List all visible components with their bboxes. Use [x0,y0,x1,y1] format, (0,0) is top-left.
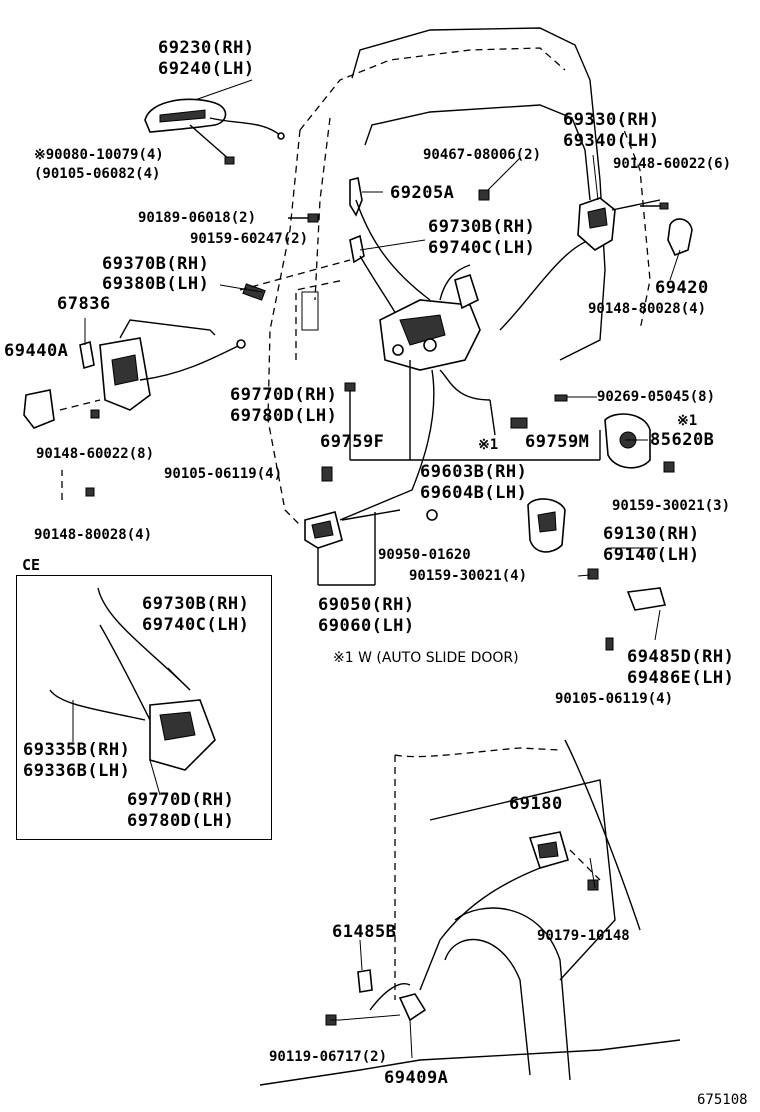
label-90105-c: 90105-06119(4) [555,691,674,707]
label-67836: 67836 [57,294,111,314]
diagram-id: 675108 [697,1092,748,1108]
label-69485d: 69485D(RH) [627,647,735,667]
label-90950: 90950-01620 [378,547,471,563]
label-69603b: 69603B(RH) [420,462,528,482]
label-90105-b: 90105-06119(4) [164,466,283,482]
label-90159-c: 90159-30021(4) [409,568,528,584]
inset-box [16,575,272,840]
label-69340: 69340(LH) [563,131,660,151]
label-90148-a: 90148-60022(6) [613,156,732,172]
label-90179: 90179-10148 [537,928,630,944]
label-69409a: 69409A [384,1068,449,1088]
label-90080: ※90080-10079(4) [34,147,164,163]
label-69240: 69240(LH) [158,59,255,79]
inset-label-69770d: 69770D(RH) [127,790,235,810]
label-90159-a: 90159-60247(2) [190,231,309,247]
label-69380b: 69380B(LH) [102,274,210,294]
cable-icon [349,177,591,331]
label-69140: 69140(LH) [603,545,700,565]
label-90148-c: 90148-60022(8) [36,446,155,462]
leader-lines [72,79,681,1059]
label-61485b: 61485B [332,922,397,942]
label-69759f: 69759F [320,432,385,452]
inset-label-69780d: 69780D(LH) [127,811,235,831]
label-69730b: 69730B(RH) [428,217,536,237]
label-90119: 90119-06717(2) [269,1049,388,1065]
label-85620b: 85620B [650,430,715,450]
label-69180: 69180 [509,794,563,814]
door-lock-icon [339,273,601,521]
label-69050: 69050(RH) [318,595,415,615]
door-outline [267,27,651,526]
outside-handle-icon [144,98,285,165]
inset-title: CE [22,556,41,574]
label-mark-1-b: ※1 [478,437,499,453]
label-69604b: 69604B(LH) [420,483,528,503]
cable-icon [49,587,216,771]
label-90467: 90467-08006(2) [423,147,542,163]
bolt-icon [85,189,675,1026]
label-90159-b: 90159-30021(3) [612,498,731,514]
actuator-motor-icon [527,197,693,611]
inset-label-69335b: 69335B(RH) [23,740,131,760]
label-69770d: 69770D(RH) [230,385,338,405]
label-90269: 90269-05045(8) [597,389,716,405]
label-90148-d: 90148-80028(4) [34,527,153,543]
label-90148-b: 90148-80028(4) [588,301,707,317]
label-69420: 69420 [655,278,709,298]
fuel-lid-opener-icon [259,739,681,1086]
label-mark-1-a: ※1 [677,413,698,429]
label-69370b: 69370B(RH) [102,254,210,274]
inset-label-69336b: 69336B(LH) [23,761,131,781]
label-69205a: 69205A [390,183,455,203]
label-69486e: 69486E(LH) [627,668,735,688]
label-69440a: 69440A [4,341,69,361]
note-auto-slide-door: ※1 W (AUTO SLIDE DOOR) [333,650,519,666]
label-69759m: 69759M [525,432,590,452]
label-69740c: 69740C(LH) [428,238,536,258]
label-69060: 69060(LH) [318,616,415,636]
label-69330: 69330(RH) [563,110,660,130]
inset-label-69730b: 69730B(RH) [142,594,250,614]
label-69230: 69230(RH) [158,38,255,58]
inset-label-69740c: 69740C(LH) [142,615,250,635]
door-lock-icon [23,259,351,500]
label-69130: 69130(RH) [603,524,700,544]
label-90105-a: (90105-06082(4) [34,166,161,182]
door-lock-icon [304,509,401,586]
label-90189: 90189-06018(2) [138,210,257,226]
label-69780d: 69780D(LH) [230,406,338,426]
